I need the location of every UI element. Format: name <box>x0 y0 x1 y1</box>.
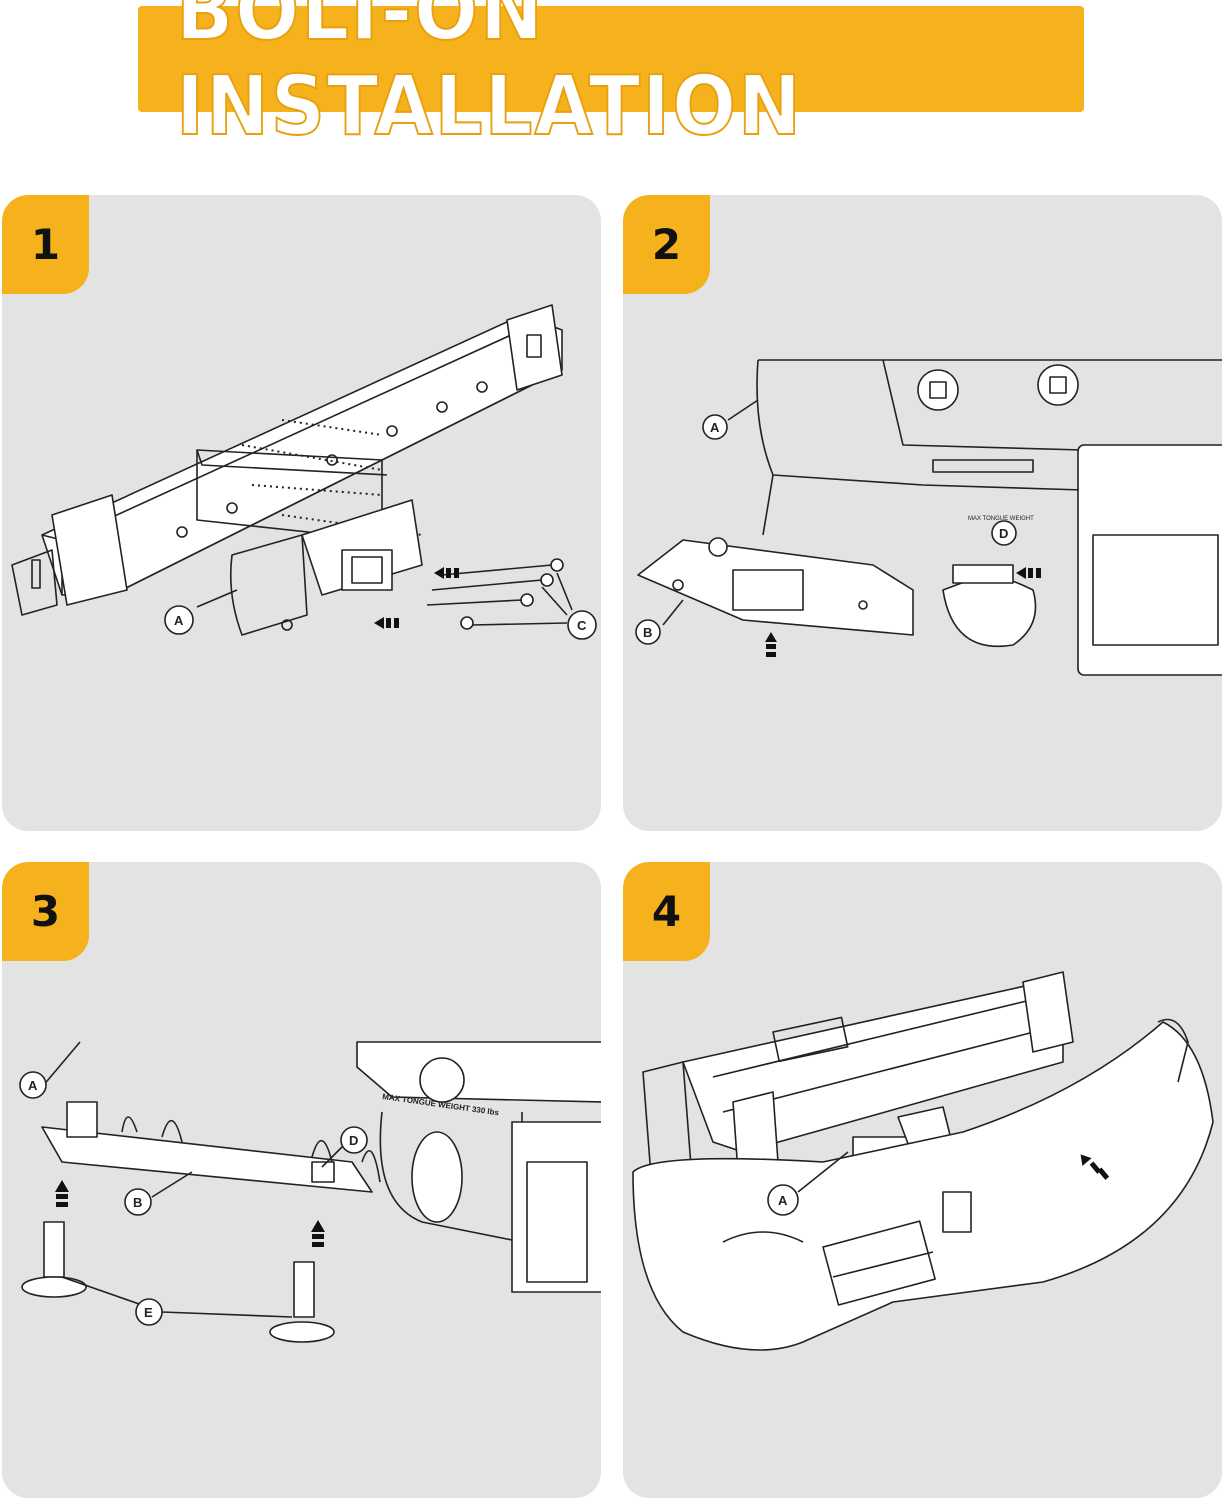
svg-text:A: A <box>710 420 720 435</box>
callout-b: B <box>124 1188 152 1216</box>
step-3-illustration: MAX TONGUE WEIGHT 330 lbs A B <box>19 1041 601 1343</box>
svg-text:A: A <box>28 1078 38 1093</box>
svg-text:B: B <box>133 1195 142 1210</box>
callout-b: B <box>635 619 661 645</box>
svg-text:D: D <box>349 1133 358 1148</box>
step-2-illustration: MAX TONGUE WEIGHT A B D <box>635 359 1222 676</box>
callout-d: D <box>340 1126 368 1154</box>
step-number-badge: 2 <box>623 195 710 294</box>
svg-text:A: A <box>174 613 184 628</box>
callout-c: C <box>567 610 597 640</box>
step-number-badge: 1 <box>2 195 89 294</box>
step-4-illustration: A <box>632 971 1214 1351</box>
insert-arrows <box>1080 1154 1110 1180</box>
step-1-illustration: A C <box>11 304 597 640</box>
svg-text:A: A <box>778 1193 788 1208</box>
bolt-group-c <box>426 558 564 630</box>
insert-arrows <box>55 1180 325 1247</box>
callout-a: A <box>19 1071 47 1099</box>
callout-e: E <box>135 1298 163 1326</box>
svg-text:C: C <box>577 618 587 633</box>
step-4-panel: A 4 <box>623 862 1222 1498</box>
step-3-panel: MAX TONGUE WEIGHT 330 lbs A B <box>2 862 601 1498</box>
title-banner: BOLT-ON INSTALLATION <box>138 0 1084 155</box>
step-1-panel: A C 1 <box>2 195 601 831</box>
svg-text:E: E <box>144 1305 153 1320</box>
svg-text:B: B <box>643 625 652 640</box>
page-title: BOLT-ON INSTALLATION <box>175 0 803 155</box>
callout-a: A <box>767 1184 799 1216</box>
step-number-badge: 4 <box>623 862 710 961</box>
svg-text:D: D <box>999 526 1008 541</box>
step-number-badge: 3 <box>2 862 89 961</box>
insert-arrows <box>765 567 1041 657</box>
insert-arrows <box>374 567 459 629</box>
step-2-panel: MAX TONGUE WEIGHT A B D 2 <box>623 195 1222 831</box>
bolt-group-e <box>21 1221 335 1343</box>
callout-a: A <box>164 605 194 635</box>
callout-d: D <box>991 520 1017 546</box>
svg-text:MAX TONGUE WEIGHT: MAX TONGUE WEIGHT <box>968 516 1034 522</box>
callout-a: A <box>702 414 728 440</box>
